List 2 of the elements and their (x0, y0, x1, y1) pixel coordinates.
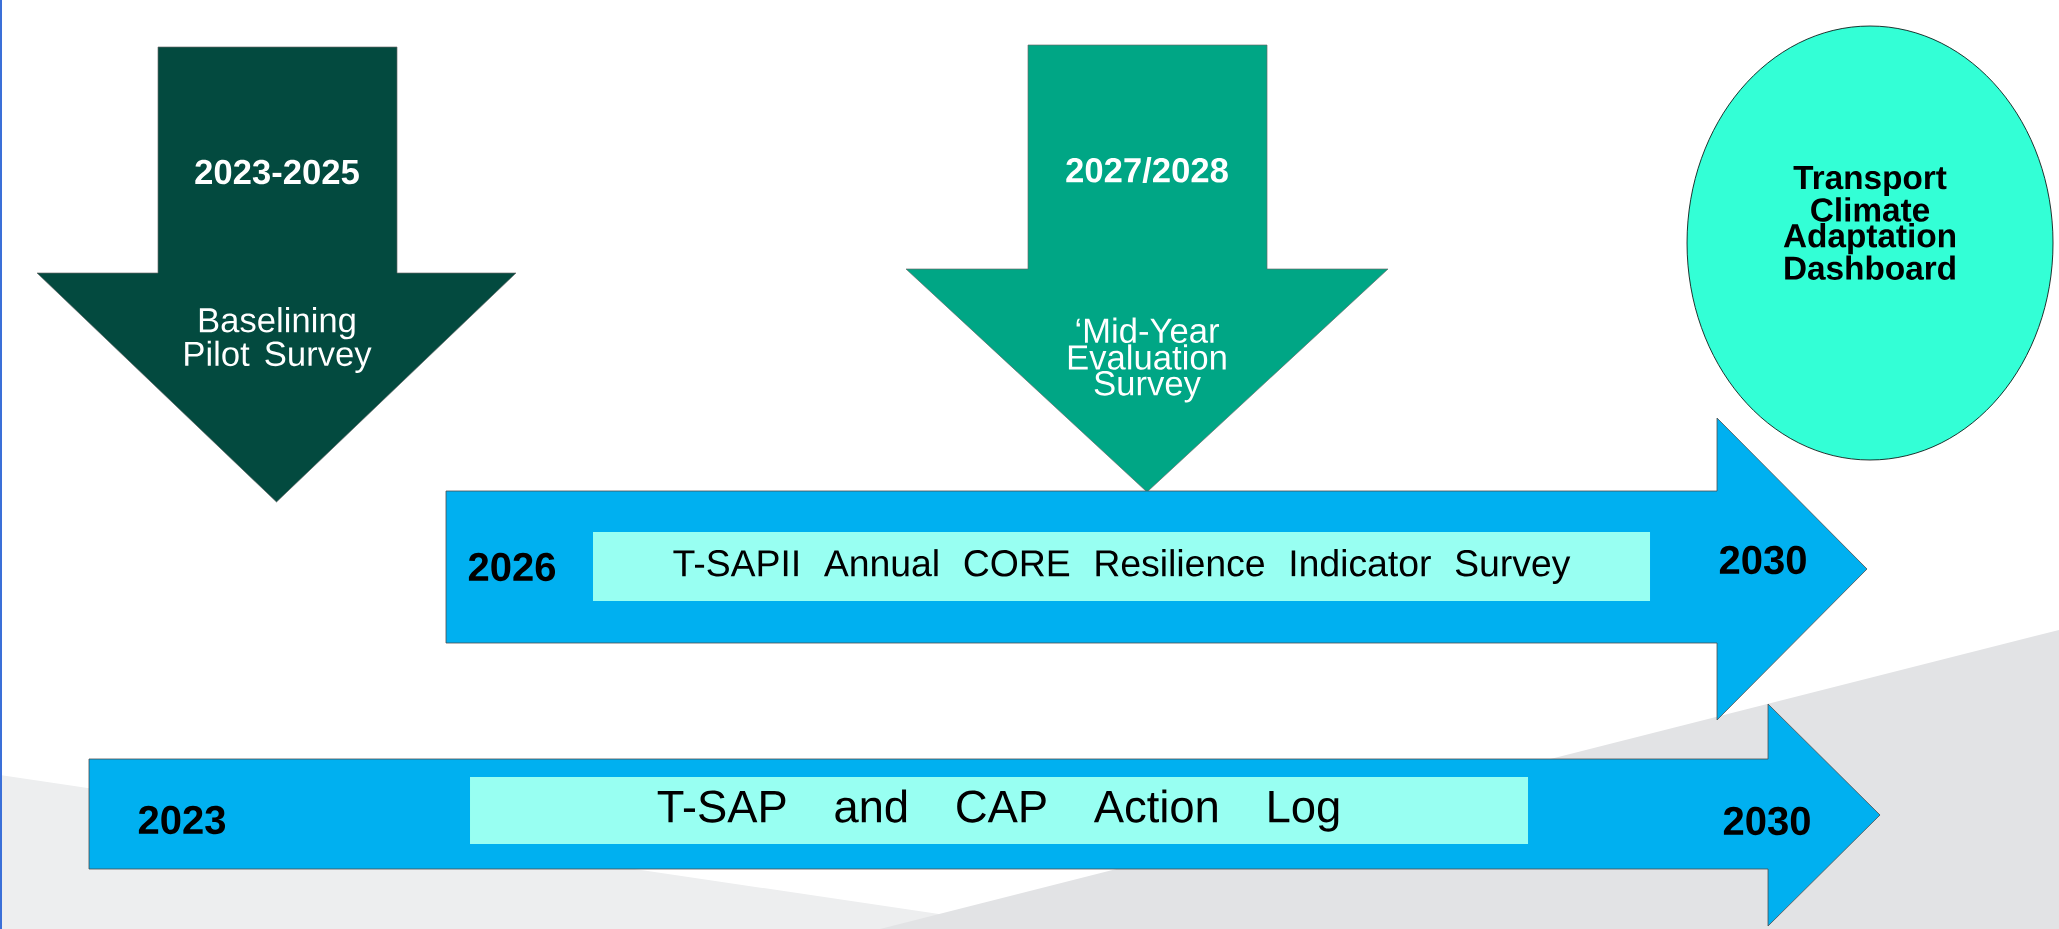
title-box: T-SAP and CAP Action Log (470, 777, 1528, 844)
title-box: T-SAPII Annual CORE Resilience Indicator Survey (593, 532, 1650, 601)
